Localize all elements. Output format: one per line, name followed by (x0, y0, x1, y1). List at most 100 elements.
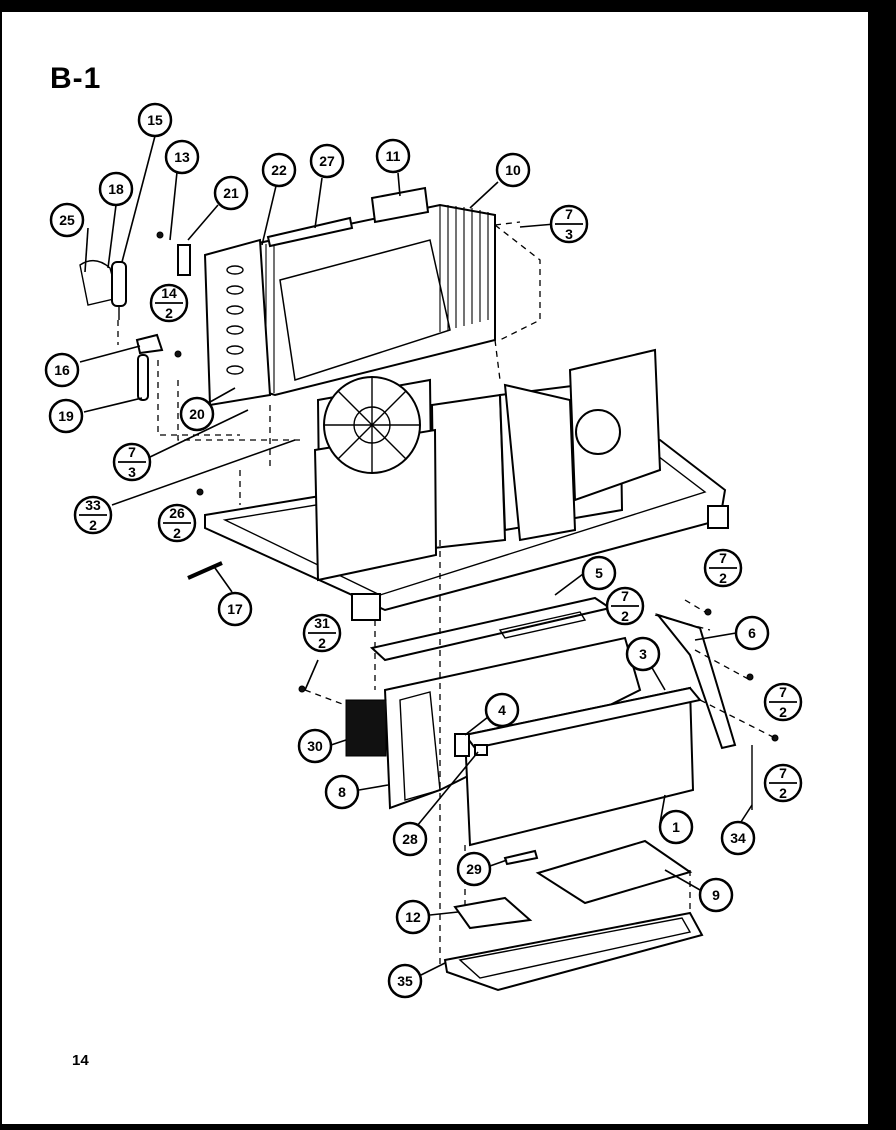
fraction-num: 7 (565, 206, 573, 222)
assembly-lines (117, 221, 776, 965)
bottom-tray-lip (458, 917, 692, 979)
callout-11: 11 (375, 138, 411, 174)
callout-label: 18 (108, 181, 124, 197)
callout-8: 8 (324, 774, 360, 810)
fraction-den: 2 (173, 525, 181, 541)
callout-label: 6 (748, 625, 756, 641)
callout-label: 5 (595, 565, 603, 581)
callout-20: 20 (179, 396, 215, 432)
callout-label: 4 (498, 702, 506, 718)
callout-34: 34 (720, 820, 756, 856)
callout-label: 9 (712, 887, 720, 903)
callout-label: 20 (189, 406, 205, 422)
callout-13: 13 (164, 139, 200, 175)
callout-label: 15 (147, 112, 163, 128)
fraction-den: 2 (779, 704, 787, 720)
scan-border-left (0, 0, 2, 1130)
callout-label: 30 (307, 738, 323, 754)
screw (187, 561, 223, 580)
fraction-callout-33-2: 33 2 (73, 495, 113, 535)
fraction-callout-7-2-a: 7 2 (703, 548, 743, 588)
blower-opening (575, 409, 621, 455)
drier (111, 261, 127, 307)
latch (503, 849, 539, 866)
callout-4: 4 (484, 692, 520, 728)
callout-label: 16 (54, 362, 70, 378)
coil-bracket (370, 186, 430, 224)
fraction-num: 14 (161, 285, 177, 301)
callout-label: 34 (730, 830, 746, 846)
callout-label: 10 (505, 162, 521, 178)
louver-strip (498, 611, 587, 639)
callout-label: 17 (227, 601, 243, 617)
fraction-num: 7 (779, 684, 787, 700)
scan-border-top (0, 0, 896, 12)
callout-22: 22 (261, 152, 297, 188)
callout-label: 1 (672, 819, 680, 835)
callout-28: 28 (392, 821, 428, 857)
control-bracket (454, 733, 470, 757)
control-knob (474, 744, 488, 756)
callout-18: 18 (98, 171, 134, 207)
fraction-callout-7-3-left: 7 3 (112, 442, 152, 482)
callout-25: 25 (49, 202, 85, 238)
fraction-den: 3 (565, 226, 573, 242)
callout-label: 29 (466, 861, 482, 877)
fraction-callout-26-2: 26 2 (157, 503, 197, 543)
scan-border-bottom (0, 1124, 896, 1130)
fraction-callout-7-2-c: 7 2 (763, 682, 803, 722)
fraction-den: 2 (89, 517, 97, 533)
top-channel (266, 216, 354, 248)
callout-label: 21 (223, 185, 239, 201)
fraction-den: 2 (165, 305, 173, 321)
section-title: B-1 (50, 62, 102, 95)
callout-1: 1 (658, 809, 694, 845)
callout-35: 35 (387, 963, 423, 999)
fraction-callout-7-2-b: 7 2 (605, 586, 645, 626)
page-number: 14 (72, 1052, 89, 1069)
callout-3: 3 (625, 636, 661, 672)
fraction-num: 7 (621, 588, 629, 604)
fraction-den: 2 (779, 785, 787, 801)
callout-17: 17 (217, 591, 253, 627)
tube-sheet (177, 244, 191, 276)
thermostat-bulb (137, 354, 149, 401)
callout-29: 29 (456, 851, 492, 887)
callout-21: 21 (213, 175, 249, 211)
fraction-callout-31-2: 31 2 (302, 613, 342, 653)
fraction-num: 7 (719, 550, 727, 566)
drain-cover (453, 896, 533, 930)
callout-label: 12 (405, 909, 421, 925)
fraction-num: 7 (779, 765, 787, 781)
callout-12: 12 (395, 899, 431, 935)
fraction-callout-7-2-d: 7 2 (763, 763, 803, 803)
coil-tubes (226, 265, 244, 375)
callout-label: 27 (319, 153, 335, 169)
callout-6: 6 (734, 615, 770, 651)
callout-27: 27 (309, 143, 345, 179)
air-filter (345, 699, 387, 757)
fraction-callout-7-3-top: 7 3 (549, 204, 589, 244)
fraction-callout-14-2: 14 2 (149, 283, 189, 323)
scan-border-right (868, 0, 896, 1130)
fraction-den: 2 (719, 570, 727, 586)
callout-label: 11 (386, 148, 401, 164)
callout-label: 25 (59, 212, 75, 228)
fraction-num: 33 (85, 497, 101, 513)
callout-label: 3 (639, 646, 647, 662)
callout-label: 28 (402, 831, 418, 847)
fraction-den: 2 (621, 608, 629, 624)
callout-19: 19 (48, 398, 84, 434)
callout-label: 13 (174, 149, 190, 165)
bottom-tray (443, 911, 704, 992)
fraction-num: 26 (169, 505, 185, 521)
callout-9: 9 (698, 877, 734, 913)
callout-label: 8 (338, 784, 346, 800)
evaporator-coil (203, 238, 272, 407)
fraction-num: 31 (314, 615, 330, 631)
base-foot (707, 505, 729, 529)
leader-lines (79, 135, 753, 976)
base-foot (351, 593, 381, 621)
